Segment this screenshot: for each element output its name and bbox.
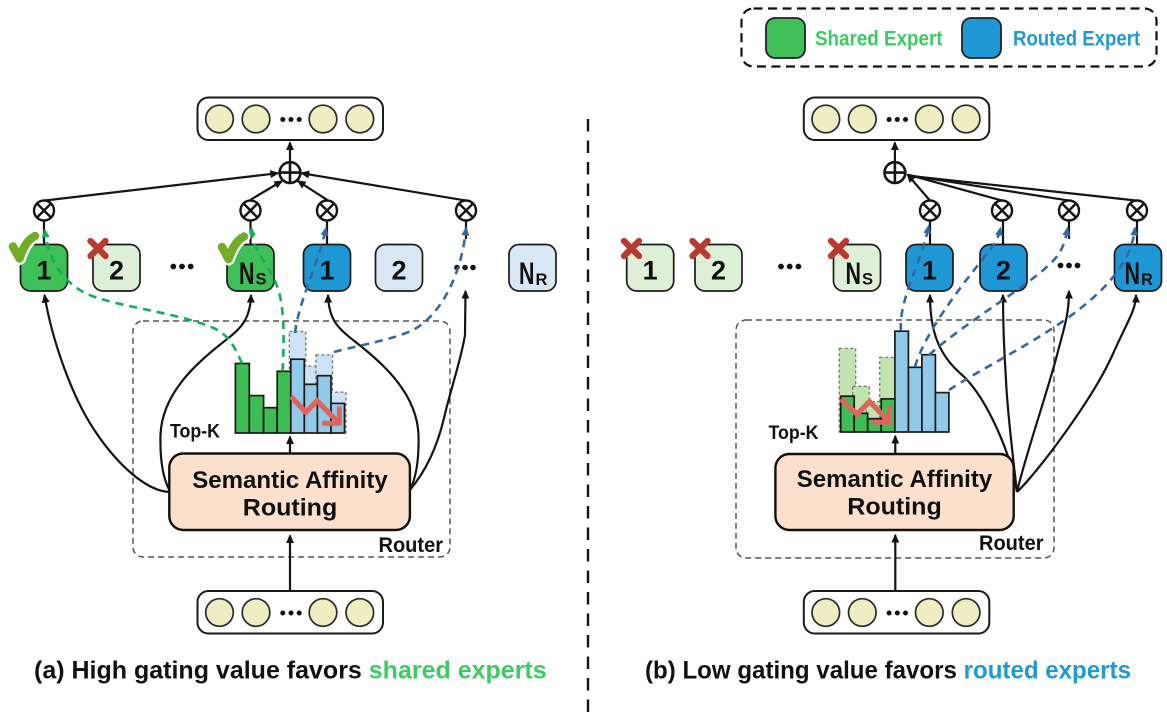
svg-text:N: N [519, 256, 534, 291]
svg-text:Top-K: Top-K [170, 422, 220, 443]
svg-text:N: N [846, 256, 861, 291]
svg-text:R: R [536, 271, 548, 289]
svg-text:Routing: Routing [243, 495, 338, 522]
svg-text:Routed Expert: Routed Expert [1013, 28, 1140, 51]
svg-text:1: 1 [643, 256, 658, 286]
svg-text:Routing: Routing [847, 494, 942, 521]
svg-text:2: 2 [391, 256, 406, 286]
svg-text:1: 1 [36, 256, 51, 286]
svg-text:Semantic Affinity: Semantic Affinity [192, 467, 388, 494]
svg-text:2: 2 [996, 256, 1011, 286]
svg-text:1: 1 [319, 256, 334, 286]
svg-text:1: 1 [922, 256, 937, 286]
svg-text:2: 2 [711, 256, 726, 286]
svg-text:Router: Router [979, 532, 1044, 555]
svg-text:Semantic Affinity: Semantic Affinity [797, 466, 993, 493]
svg-text:S: S [256, 271, 267, 289]
svg-text:(a) High gating value favors s: (a) High gating value favors shared expe… [34, 657, 547, 685]
svg-text:Router: Router [379, 534, 444, 557]
svg-text:(b) Low gating value favors ro: (b) Low gating value favors routed exper… [645, 657, 1131, 685]
svg-text:R: R [1141, 271, 1153, 289]
svg-text:S: S [862, 271, 873, 289]
svg-text:Shared Expert: Shared Expert [815, 28, 943, 51]
svg-text:2: 2 [109, 256, 124, 286]
svg-text:N: N [239, 256, 254, 291]
svg-text:Top-K: Top-K [769, 423, 819, 444]
svg-text:N: N [1125, 256, 1140, 291]
